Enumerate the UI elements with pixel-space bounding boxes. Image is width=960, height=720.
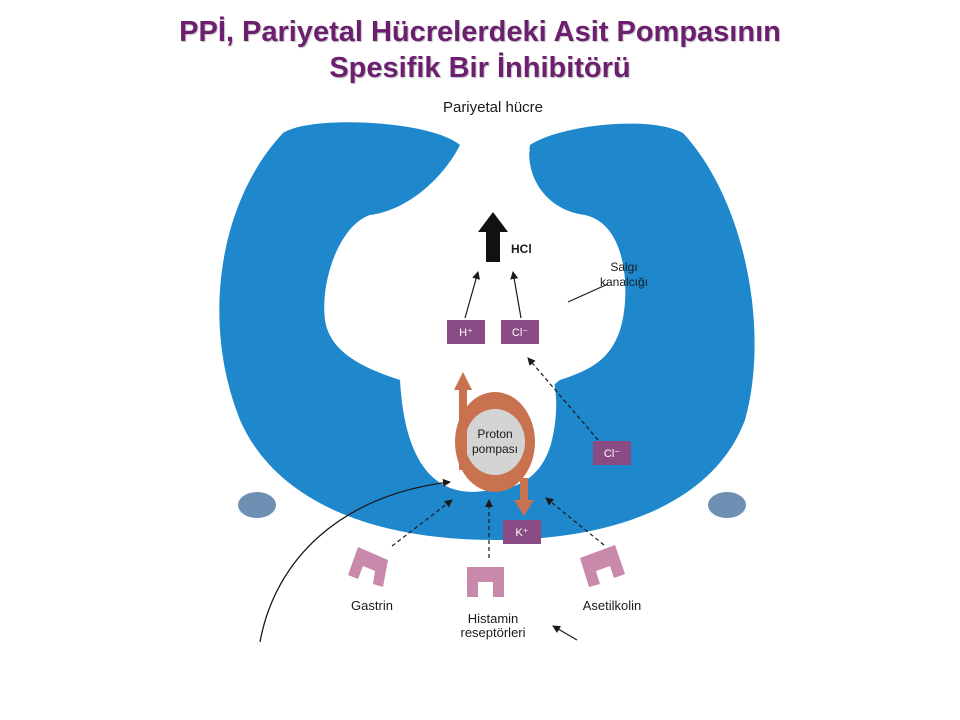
h-to-hcl-arrow [464, 271, 480, 319]
canal-label-line-2: kanalcığı [600, 275, 648, 289]
cl-ion-box-right [593, 441, 631, 465]
ppi-inhibition-curve-arrow [259, 478, 451, 643]
histamine-pointer-arrow [552, 625, 578, 641]
title-line-2: Spesifik Bir İnhibitörü [329, 52, 631, 84]
k-ion-label: K⁺ [515, 527, 528, 539]
right-side-blob [708, 492, 746, 518]
proton-pump-label-line-2: pompası [472, 442, 518, 456]
k-ion-box [503, 520, 541, 544]
acetylcholine-signal-arrow [545, 497, 605, 546]
h-ion-box [447, 320, 485, 344]
hcl-label: HCl [511, 242, 532, 256]
acetylcholine-label: Asetilkolin [583, 598, 642, 613]
proton-pump-label-line-1: Proton [477, 427, 512, 441]
cl-to-hcl-arrow [510, 271, 522, 319]
cl-ion-label-top: Cl⁻ [512, 327, 528, 339]
h-ion-label: H⁺ [459, 327, 473, 339]
pump-k-in-arrow [514, 478, 534, 516]
cl-transport-dashed-arrow [527, 357, 599, 441]
cell-label: Pariyetal hücre [443, 99, 543, 116]
histamine-label-line-2: reseptörleri [460, 625, 525, 640]
title-line-1: PPİ, Pariyetal Hücrelerdeki Asit Pompası… [179, 16, 781, 48]
parietal-cell-body [219, 122, 755, 541]
gastrin-signal-arrow [391, 499, 453, 547]
canal-pointer-line [567, 283, 609, 303]
cl-ion-box-top [501, 320, 539, 344]
canal-label-line-1: Salgı [610, 260, 637, 274]
pump-h-out-arrow [454, 372, 472, 470]
gastrin-receptor [348, 547, 388, 587]
proton-pump-core [465, 409, 525, 475]
gastrin-label: Gastrin [351, 598, 393, 613]
histamine-receptor [467, 567, 504, 597]
left-side-blob [238, 492, 276, 518]
hcl-up-arrow [478, 212, 508, 262]
slide-title: PPİ, Pariyetal Hücrelerdeki Asit Pompası… [0, 14, 960, 86]
histamine-label-line-1: Histamin [468, 611, 519, 626]
cl-ion-label-right: Cl⁻ [604, 448, 620, 460]
acetylcholine-receptor [580, 545, 625, 587]
